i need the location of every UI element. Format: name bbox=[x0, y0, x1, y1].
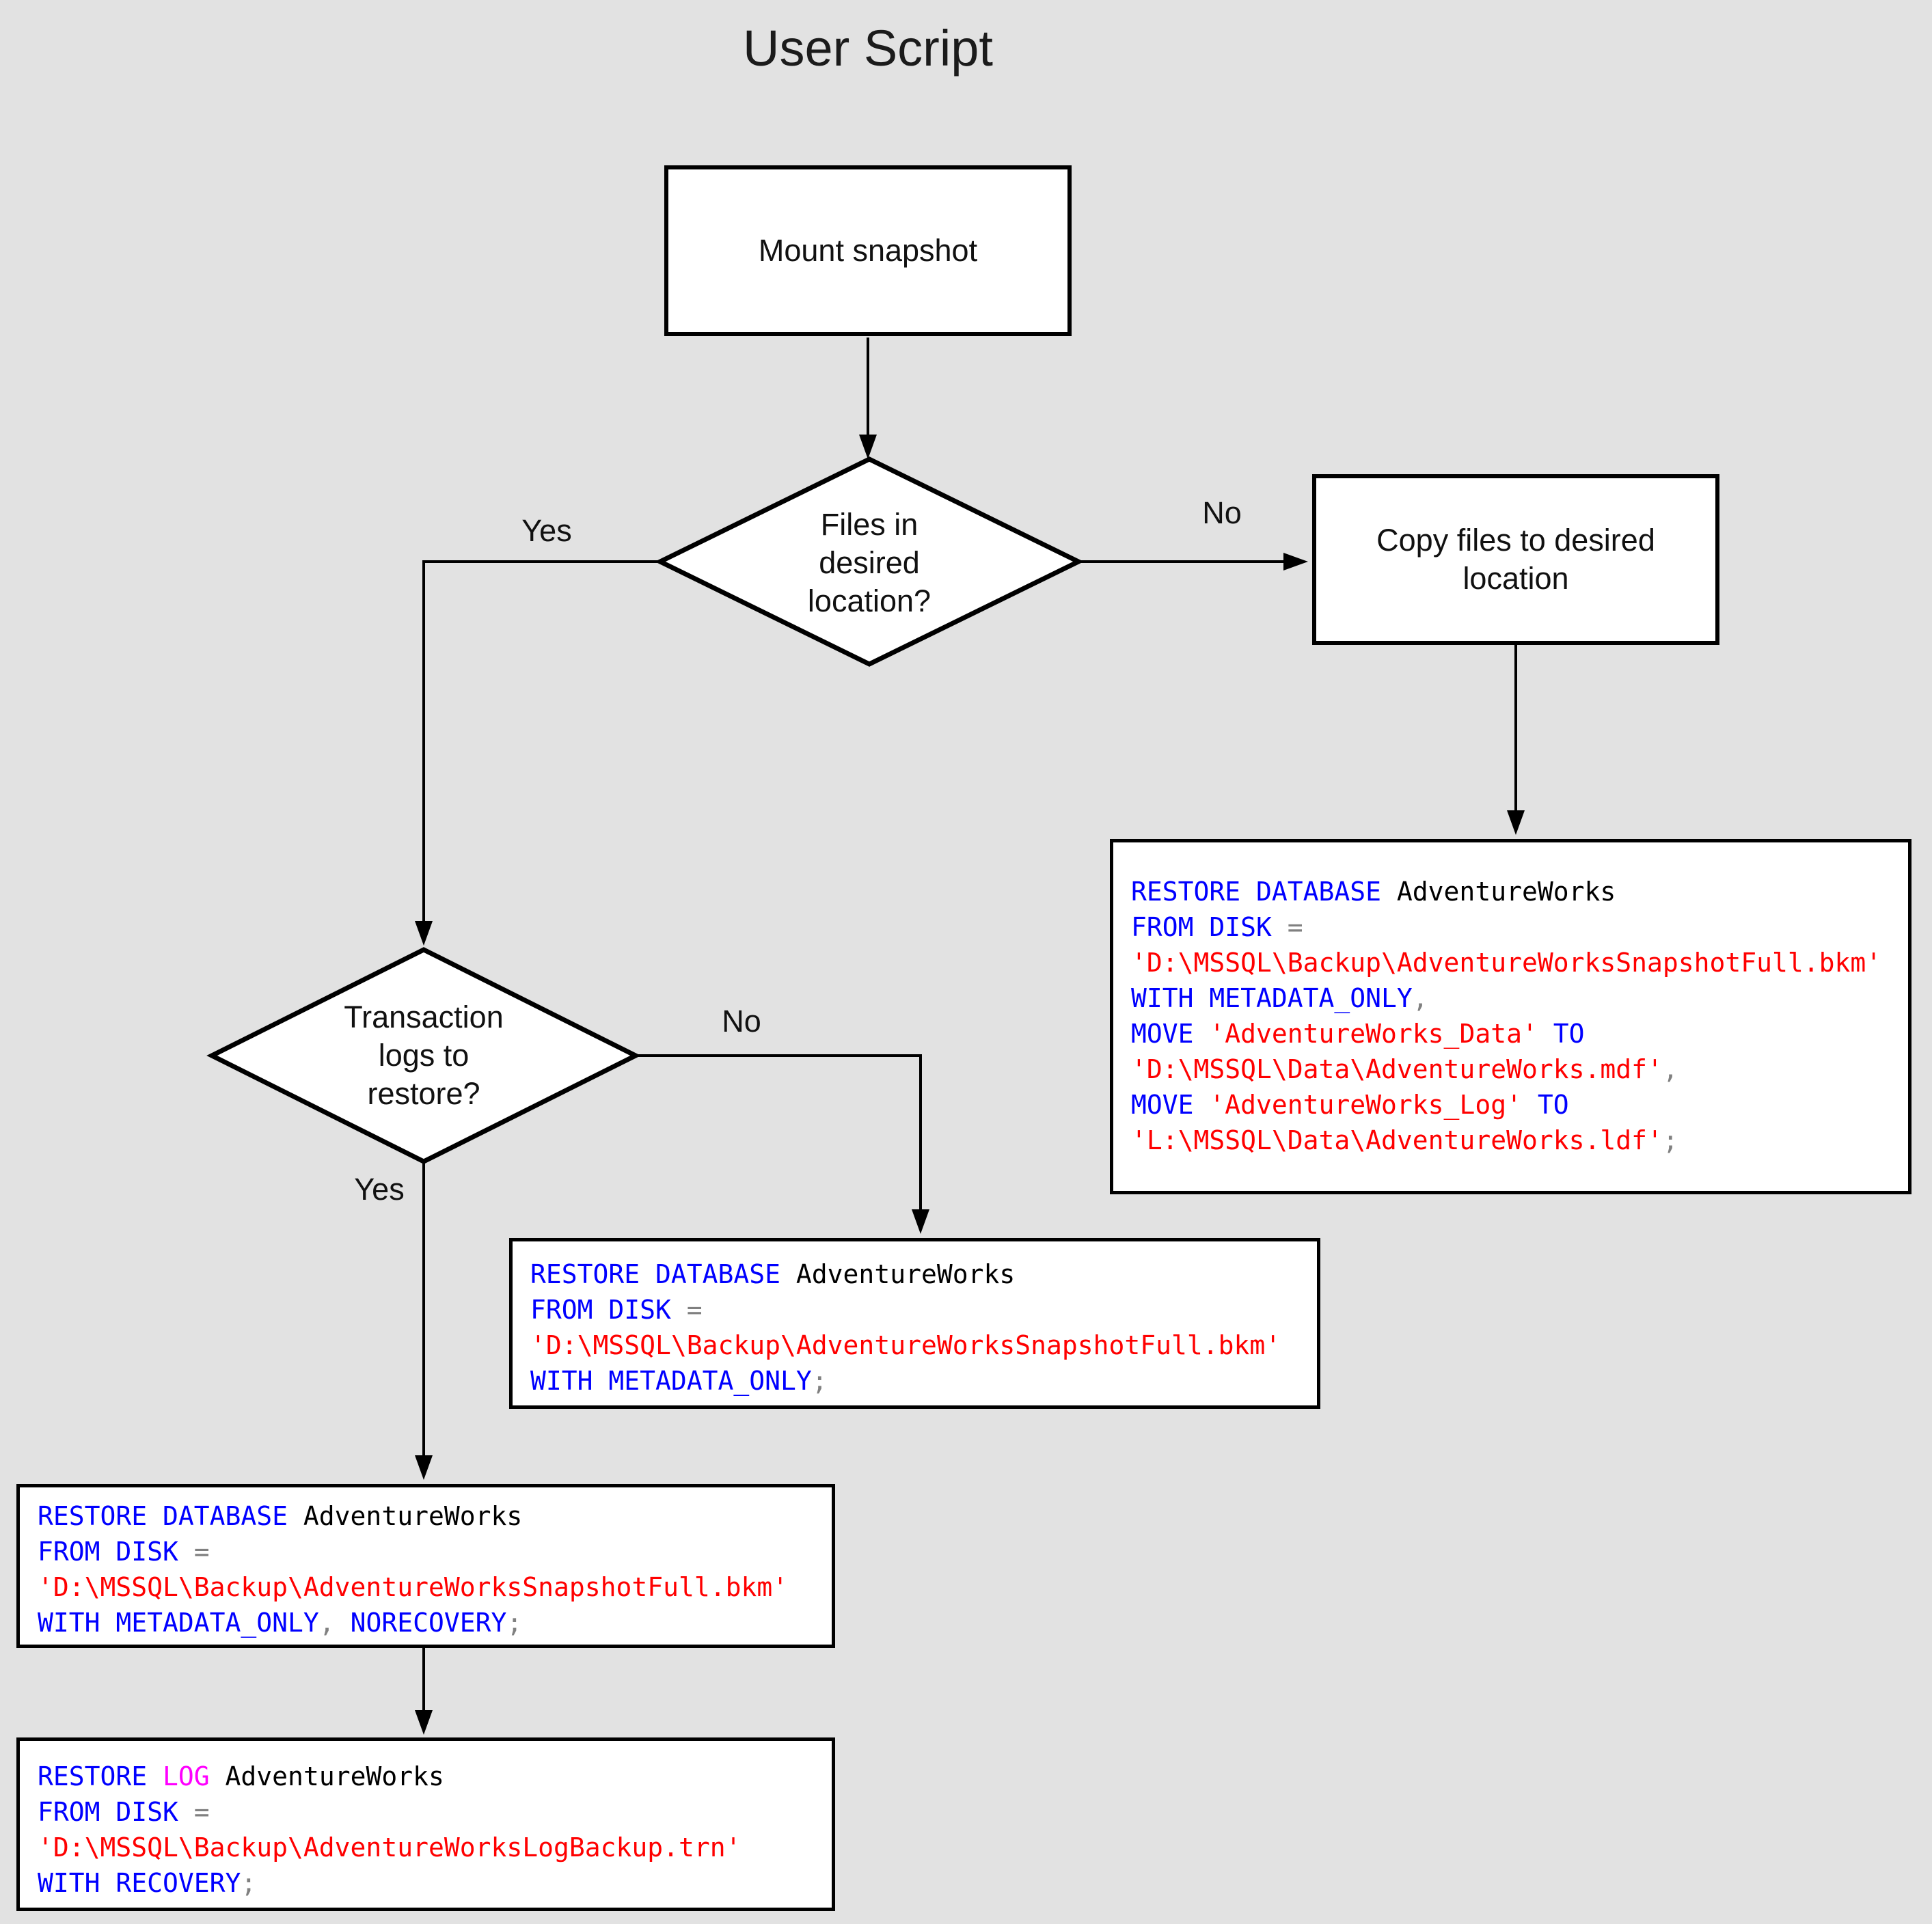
logs-no-label: No bbox=[722, 1004, 761, 1039]
arrowhead-restore-full-norecovery bbox=[415, 1455, 433, 1480]
edge-files-yes-to-logs-decision bbox=[422, 560, 660, 922]
arrowhead-copy-box bbox=[1283, 553, 1308, 571]
arrowhead-files-decision bbox=[859, 435, 877, 459]
arrowhead-restore-log bbox=[415, 1710, 433, 1735]
logs-yes-label: Yes bbox=[354, 1172, 405, 1207]
files-decision-diamond bbox=[655, 456, 1084, 667]
copy-files-label: Copy files to desired location bbox=[1376, 523, 1655, 596]
files-no-label: No bbox=[1202, 495, 1242, 530]
arrowhead-logs-decision bbox=[415, 921, 433, 946]
edge-logs-no-to-restore-full-metadata bbox=[636, 1054, 922, 1211]
copy-files-box: Copy files to desired location bbox=[1312, 474, 1719, 645]
arrowhead-restore-full-metadata bbox=[912, 1209, 929, 1234]
logs-decision-label: Transaction logs to restore? bbox=[344, 1000, 504, 1111]
files-decision-label: Files in desired location? bbox=[807, 507, 931, 618]
arrowhead-restore-full-move bbox=[1507, 810, 1525, 835]
page-title: User Script bbox=[743, 20, 993, 77]
mount-snapshot-box: Mount snapshot bbox=[664, 165, 1072, 336]
mount-snapshot-label: Mount snapshot bbox=[758, 233, 978, 268]
files-yes-label: Yes bbox=[521, 513, 572, 548]
logs-decision-diamond bbox=[206, 947, 641, 1164]
